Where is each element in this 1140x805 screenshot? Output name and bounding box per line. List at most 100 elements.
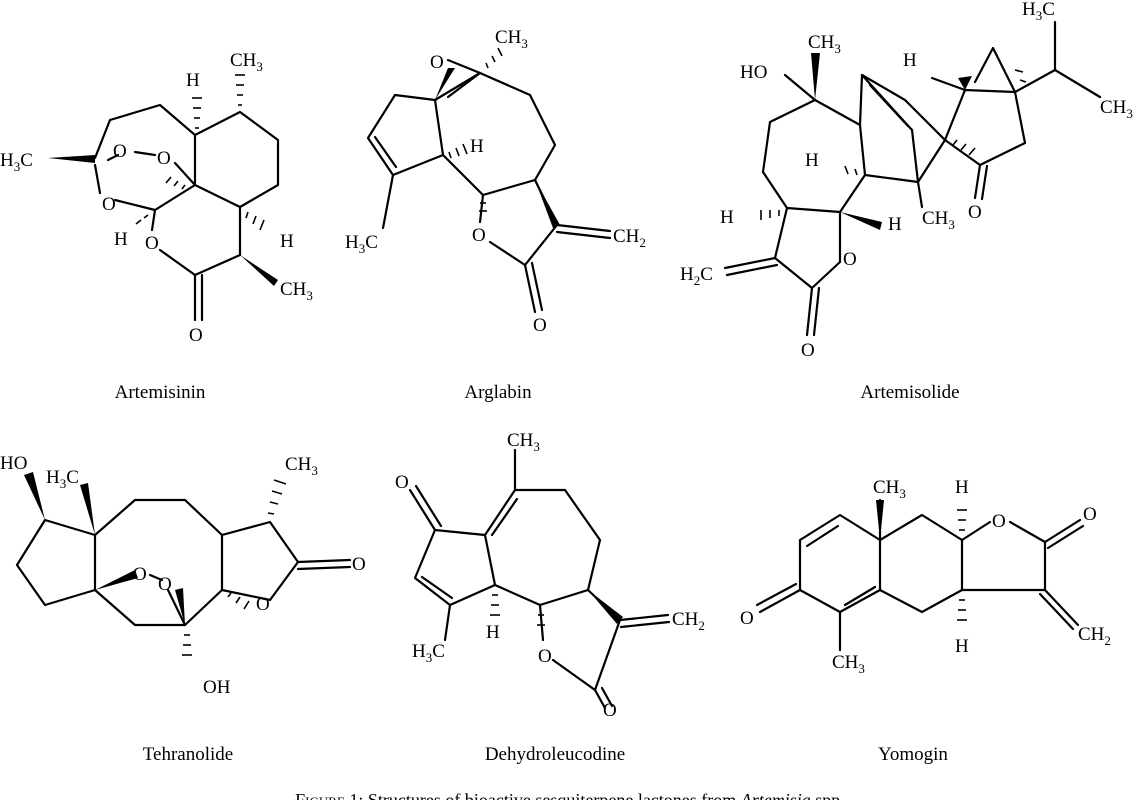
bond: [106, 153, 120, 162]
bond: [755, 582, 798, 607]
bond: [1046, 524, 1085, 550]
bond: [381, 173, 395, 230]
bond: [433, 71, 557, 197]
bond: [1043, 588, 1080, 627]
oxygen-label: O: [992, 511, 1006, 532]
bond: [1043, 518, 1082, 544]
bond: [980, 164, 989, 201]
bond: [483, 488, 602, 607]
oxygen-label: O: [145, 233, 159, 254]
bond: [414, 484, 443, 528]
bond: [446, 58, 482, 99]
bond: [166, 588, 187, 627]
bond: [133, 150, 157, 157]
oxygen-label: O: [968, 202, 982, 223]
bond-wedge: [535, 180, 560, 228]
compound-name: Tehranolide: [143, 744, 233, 765]
bond-wedge: [80, 483, 95, 535]
oxygen-label: O: [538, 646, 552, 667]
methyl-label: CH3: [280, 279, 313, 303]
oxygen-label: O: [157, 148, 171, 169]
bond: [413, 528, 497, 607]
hydrogen-label: H: [955, 477, 969, 498]
methyl-label: H3C: [1022, 0, 1055, 23]
bond: [93, 498, 224, 627]
oxygen-label: O: [256, 594, 270, 615]
oxygen-label: O: [158, 574, 172, 595]
methyl-label: H3C: [345, 232, 378, 256]
oxygen-label: O: [740, 608, 754, 629]
methylene-label: CH2: [613, 226, 646, 250]
bond: [1038, 592, 1075, 631]
compound-name: Dehydroleucodine: [485, 744, 625, 765]
bond: [555, 230, 612, 240]
bond: [93, 103, 197, 160]
methyl-label: CH3: [230, 50, 263, 74]
bond: [296, 565, 352, 571]
bond: [530, 261, 544, 312]
compound-name: Arglabin: [464, 382, 532, 403]
bond: [930, 76, 967, 92]
bond: [798, 513, 882, 614]
oxygen-label: O: [395, 472, 409, 493]
bond: [408, 488, 437, 532]
bond: [373, 135, 398, 169]
bond: [296, 558, 352, 564]
oxygen-label: O: [603, 700, 617, 721]
bond: [551, 588, 622, 692]
bond: [943, 88, 1027, 167]
bond-wedge: [435, 68, 455, 100]
bond: [593, 688, 607, 710]
oxygen-label: O: [189, 325, 203, 346]
bond: [523, 263, 537, 314]
bond-wedge: [48, 155, 95, 163]
hydroxyl-label: HO: [0, 453, 27, 474]
bond: [916, 138, 947, 184]
bond: [555, 223, 612, 233]
bond: [600, 686, 614, 708]
hydroxyl-label: HO: [740, 62, 767, 83]
bond: [173, 161, 197, 187]
structure-tehranolide: HO H3C CH3 O O O O OH Tehranolide: [0, 453, 366, 765]
bond-wedge: [175, 588, 185, 625]
bond-wedge: [811, 53, 820, 100]
compound-name: Artemisinin: [115, 382, 206, 403]
bond: [805, 286, 814, 337]
bond: [805, 524, 840, 548]
hydrogen-label: H: [114, 229, 128, 250]
methyl-label: CH3: [285, 454, 318, 478]
methylene-label: CH2: [672, 609, 705, 633]
bond: [960, 520, 992, 542]
oxygen-label: O: [133, 564, 147, 585]
oxygen-label: O: [113, 141, 127, 162]
oxygen-label: O: [843, 249, 857, 270]
oxygen-label: O: [102, 194, 116, 215]
bond: [443, 603, 452, 642]
bond-hash: [135, 74, 265, 231]
bond: [538, 603, 545, 642]
bond: [150, 208, 157, 232]
bond: [93, 163, 102, 195]
bond: [148, 573, 164, 582]
bond: [725, 263, 779, 277]
structure-artemisolide: CH3 HO H H3C CH3 H CH3 O H H O H2C O Art…: [680, 0, 1133, 403]
bond: [15, 518, 97, 607]
bond-hash: [760, 69, 1027, 220]
hydroxyl-label: OH: [203, 677, 231, 698]
bond-wedge: [876, 500, 884, 540]
structure-arglabin: CH3 O H H3C O CH2 O Arglabin: [345, 27, 646, 403]
bond-wedge: [240, 255, 278, 286]
bond: [860, 73, 947, 142]
bond: [773, 206, 842, 290]
bond: [868, 83, 910, 128]
hydrogen-label: H: [486, 622, 500, 643]
bond: [366, 93, 445, 177]
hydrogen-label: H: [805, 150, 819, 171]
bond: [488, 178, 559, 267]
oxygen-label: O: [472, 225, 486, 246]
bond: [433, 71, 482, 102]
structure-yomogin: CH3 H O O O H CH2 CH3 Yomogin: [740, 477, 1111, 765]
methyl-label: CH3: [832, 652, 865, 676]
bond: [973, 163, 982, 200]
